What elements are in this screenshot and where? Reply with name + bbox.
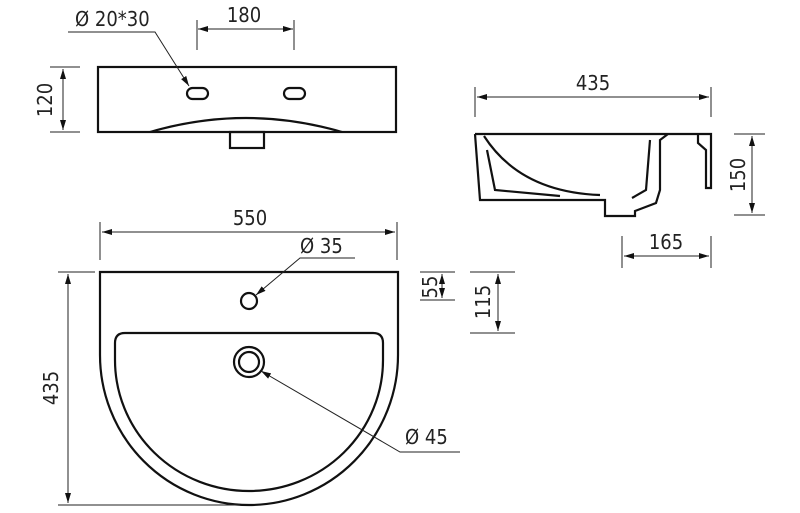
depth-label: 435 — [576, 71, 610, 95]
basin-curve — [149, 116, 343, 134]
side-height-label: 150 — [726, 158, 750, 192]
front-outline — [96, 65, 398, 134]
side-outline — [473, 132, 713, 218]
plan-view: 550 Ø 35 Ø 45 435 55 115 — [39, 206, 515, 507]
bowl-outline — [113, 331, 385, 493]
drain-inner — [237, 350, 261, 374]
extension-lines — [58, 271, 240, 506]
side-view: 435 150 165 — [473, 71, 765, 268]
extension-lines — [99, 222, 398, 260]
tap-hole-leader — [255, 257, 355, 296]
overflow-slot-right — [282, 86, 307, 101]
drain-outer — [232, 345, 266, 379]
drain-leader — [260, 370, 460, 453]
height-label: 120 — [33, 83, 57, 117]
basin-offset-label: 115 — [471, 285, 495, 319]
drain-label: Ø 45 — [405, 425, 448, 449]
hole-leader — [68, 31, 190, 87]
extension-lines — [734, 133, 765, 216]
overflow-slot-left — [185, 86, 210, 101]
tap-hole-label: Ø 35 — [300, 234, 343, 258]
extension-lines — [50, 66, 80, 133]
basin-outline — [98, 270, 400, 507]
extension-lines — [474, 87, 712, 117]
tap-offset-label: 55 — [418, 276, 442, 299]
front-view: 120 180 Ø 20*30 — [33, 3, 398, 150]
offset-label: 165 — [649, 230, 683, 254]
length-label: 435 — [39, 371, 63, 405]
drain-outlet — [228, 130, 266, 150]
side-inner-profile — [483, 135, 652, 199]
extension-lines — [196, 20, 295, 50]
tap-hole — [239, 291, 259, 311]
extension-lines — [621, 236, 712, 268]
width-label: 550 — [233, 206, 267, 230]
hole-label: Ø 20*30 — [75, 7, 150, 31]
extension-lines — [420, 271, 515, 334]
spacing-label: 180 — [227, 3, 261, 27]
